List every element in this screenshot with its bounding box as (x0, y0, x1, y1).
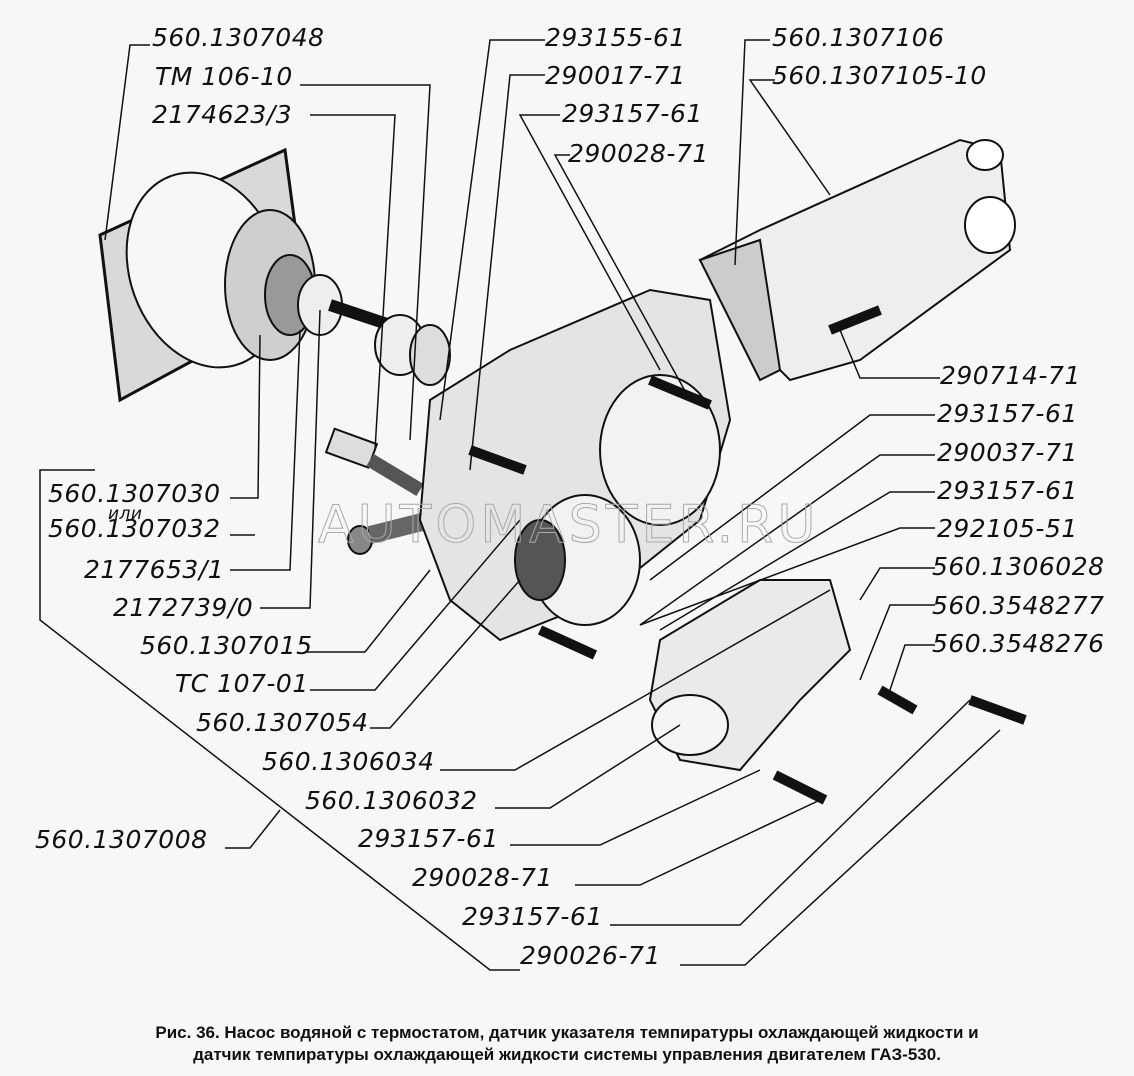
part-label: 560.1306032 (305, 786, 478, 815)
part-label: 290714-71 (940, 361, 1081, 390)
part-label: 293157-61 (358, 824, 499, 853)
part-label: 2177653/1 (84, 555, 225, 584)
impeller-part (224, 209, 392, 361)
part-label: 560.1307015 (140, 631, 313, 660)
part-label: 2174623/3 (152, 100, 293, 129)
part-label: 560.1307105-10 (772, 61, 987, 90)
thermostat-cover-part (648, 579, 852, 772)
part-label: 290037-71 (937, 438, 1078, 467)
part-label: 293157-61 (562, 99, 703, 128)
part-label: 293157-61 (937, 399, 1078, 428)
part-label: 560.1307106 (772, 23, 945, 52)
part-label: 290028-71 (412, 863, 553, 892)
part-label: 290017-71 (545, 61, 686, 90)
part-label: 560.3548276 (932, 629, 1105, 658)
figure-caption: Рис. 36. Насос водяной с термостатом, да… (0, 1022, 1134, 1066)
part-label: 293157-61 (937, 476, 1078, 505)
part-label: 560.1307008 (35, 825, 208, 854)
part-label: 293155-61 (545, 23, 686, 52)
outlet-pipe-part (698, 138, 1016, 382)
bolts (468, 305, 1027, 805)
part-label: 290028-71 (568, 139, 709, 168)
pump-housing-part (418, 288, 732, 642)
watermark: AUTOMASTER.RU (317, 495, 820, 556)
part-label: 560.3548277 (932, 591, 1105, 620)
part-label: TC 107-01 (175, 669, 309, 698)
part-label: TM 106-10 (155, 62, 293, 91)
part-label: 293157-61 (462, 902, 603, 931)
caption-line-1: Рис. 36. Насос водяной с термостатом, да… (155, 1023, 979, 1042)
part-label: 560.1306028 (932, 552, 1105, 581)
bearing-part (374, 314, 451, 386)
part-label: 290026-71 (520, 941, 661, 970)
part-label: 560.1307032 (48, 514, 221, 543)
part-label: 292105-51 (937, 514, 1078, 543)
part-label: 560.1307054 (196, 708, 369, 737)
part-label: 2172739/0 (113, 593, 254, 622)
or-label: или (108, 504, 143, 524)
caption-line-2: датчик темпиратуры охлаждающей жидкости … (193, 1045, 941, 1064)
part-label: 560.1306034 (262, 747, 435, 776)
part-label: 560.1307030 (48, 479, 221, 508)
leader-lines (39, 39, 1001, 971)
part-label: 560.1307048 (152, 23, 325, 52)
